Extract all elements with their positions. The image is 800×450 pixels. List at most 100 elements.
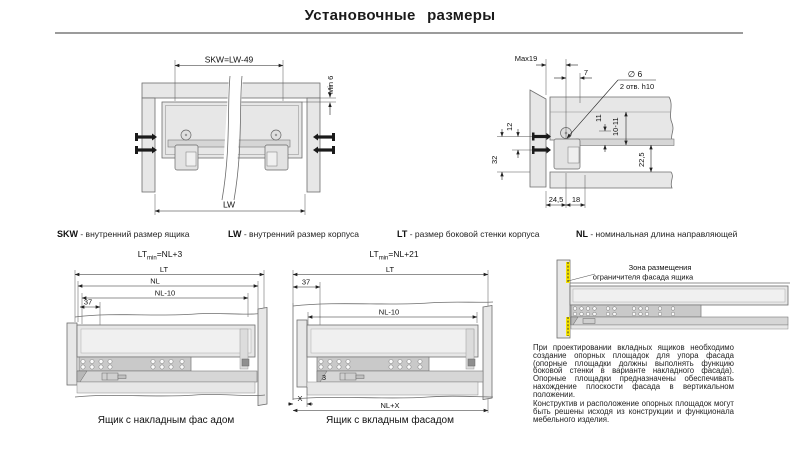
facade-panel	[296, 319, 308, 388]
inset-formula: LTmin=NL+21	[339, 249, 449, 262]
dim-bottom: 24,5 18	[545, 195, 586, 207]
cabinet-bottom-break	[292, 395, 494, 400]
cabinet-back	[482, 305, 493, 400]
break-mark	[221, 75, 243, 201]
wall-screws	[532, 132, 551, 154]
limiter-zone-top	[566, 262, 570, 283]
inset-drawer-diagram: LT 37 NL-10 3 X NL+X	[288, 265, 494, 413]
cabinet-back	[257, 307, 268, 406]
legend-term: LW	[228, 229, 242, 239]
slide-rail	[76, 356, 258, 383]
legend-item-nl: NL - номинальная длина направляющей	[576, 229, 737, 239]
drawer-side-panel	[549, 96, 674, 141]
notes-paragraph-1: При проектировании вкладных ящиков необх…	[533, 343, 734, 399]
legend-def: - размер боковой стенки корпуса	[407, 229, 540, 239]
front-section-diagram: SKW=LW-49 Min 6 LW	[135, 55, 336, 215]
dim-nl-label: NL	[150, 277, 160, 286]
notes-paragraph-2: Конструктив и расположение опорных площа…	[533, 399, 734, 424]
dim-10-11-label: 10-11	[611, 117, 620, 136]
dim-diameter-label: ∅ 6	[628, 69, 643, 79]
dim-x: X	[288, 387, 313, 407]
formula-base: LT	[369, 249, 379, 259]
legend-def: - внутренний размер ящика	[78, 229, 190, 239]
title-divider	[55, 32, 743, 34]
facade-panel	[66, 322, 78, 386]
slide-rail: 3	[316, 356, 484, 383]
cabinet-top-break	[74, 312, 266, 318]
dim-skw-label: SKW=LW-49	[205, 55, 254, 65]
legend-def: - внутренний размер корпуса	[241, 229, 360, 239]
formula-base: LT	[137, 249, 148, 259]
corner-section-diagram: Max19 7 ∅ 6 2 отв. h10 12 32 11 10-11 22…	[490, 54, 675, 208]
dims: LT NL NL-10 37	[74, 265, 265, 361]
overlay-caption: Ящик с накладным фас адом	[97, 415, 235, 426]
legend-term: NL	[576, 229, 588, 239]
dim-32-label: 32	[490, 156, 499, 164]
zone-label-line2: ограничителя фасада ящика	[593, 273, 694, 282]
dim-11-label: 11	[594, 114, 603, 122]
page-title: Установочные размеры	[304, 7, 496, 24]
dim-holes-label: 2 отв. h10	[620, 82, 654, 91]
dim-nl10-label: NL-10	[155, 289, 175, 298]
formula-rest: =NL+21	[388, 249, 419, 259]
right-bracket	[264, 129, 289, 171]
drawer-side-inner	[572, 288, 786, 303]
cabinet-bottom-break	[74, 394, 266, 398]
dim-max19: Max19	[515, 54, 578, 67]
dim-min6-label: Min 6	[326, 76, 335, 94]
legend-item-lw: LW - внутренний размер корпуса	[228, 229, 359, 239]
drawer-side	[76, 324, 256, 370]
legend-term: LT	[397, 229, 408, 239]
dim-7-label: 7	[584, 68, 588, 77]
dim-min6: Min 6	[302, 76, 336, 115]
limiter-zone-bottom	[566, 317, 570, 336]
left-screws	[135, 133, 157, 154]
dim-skw: SKW=LW-49	[174, 55, 284, 101]
dim-x-label: X	[297, 394, 302, 403]
dim-3-label: 3	[322, 373, 326, 382]
inset-caption: Ящик с вкладным фасадом	[326, 415, 454, 426]
dim-12: 12	[497, 123, 532, 158]
rail-holes	[318, 359, 423, 370]
cabinet-side-wall	[529, 89, 547, 188]
facade-limiter-zone-diagram: Зона размещения ограничителя фасада ящик…	[556, 259, 790, 339]
drawer-lower-edge	[76, 381, 256, 394]
dim-nlx: NL+X	[292, 401, 489, 413]
dim-22-5: 22,5	[637, 144, 653, 173]
cabinet-top-break	[292, 301, 494, 307]
dim-37-label: 37	[302, 278, 310, 287]
dim-24-5-label: 24,5	[549, 195, 564, 204]
dim-nl10-label: NL-10	[379, 308, 399, 317]
dim-32: 32	[490, 129, 530, 180]
formula-rest: =NL+3	[156, 249, 183, 259]
formula-sub: min	[147, 255, 157, 262]
drawer-lower-edge	[306, 381, 479, 396]
dim-lt-label: LT	[160, 265, 169, 274]
legend-term: SKW	[57, 229, 78, 239]
overlay-formula: LTmin=NL+3	[105, 249, 215, 262]
left-bracket	[174, 129, 199, 171]
dim-7: 7	[554, 68, 592, 80]
zone-label-line1: Зона размещения	[629, 263, 692, 272]
overlay-drawer-diagram: LT NL NL-10 37	[66, 265, 268, 406]
dim-lw-label: LW	[223, 200, 235, 210]
dim-22-5-label: 22,5	[637, 152, 646, 167]
right-screws	[313, 133, 335, 154]
rail-holes	[80, 359, 185, 370]
dims: LT 37 NL-10	[292, 265, 489, 413]
legend-def: - номинальная длина направляющей	[588, 229, 738, 239]
formula-sub: min	[378, 255, 389, 262]
drawer-side	[306, 324, 479, 370]
zone-callout: Зона размещения ограничителя фасада ящик…	[567, 263, 694, 282]
dim-11: 11	[594, 114, 611, 152]
legend-item-lt: LT - размер боковой стенки корпуса	[397, 229, 540, 239]
dim-18-label: 18	[572, 195, 580, 204]
dim-max19-label: Max19	[515, 54, 538, 63]
dim-10-11: 10-11	[611, 111, 628, 146]
dim-nlx-label: NL+X	[381, 401, 400, 410]
drawer-bottom-bar	[575, 138, 675, 146]
dim-lw: LW	[154, 194, 306, 215]
cabinet-bottom-panel	[549, 171, 673, 189]
dim-lt-label: LT	[386, 265, 395, 274]
drawer-bottom-strip	[570, 324, 789, 330]
